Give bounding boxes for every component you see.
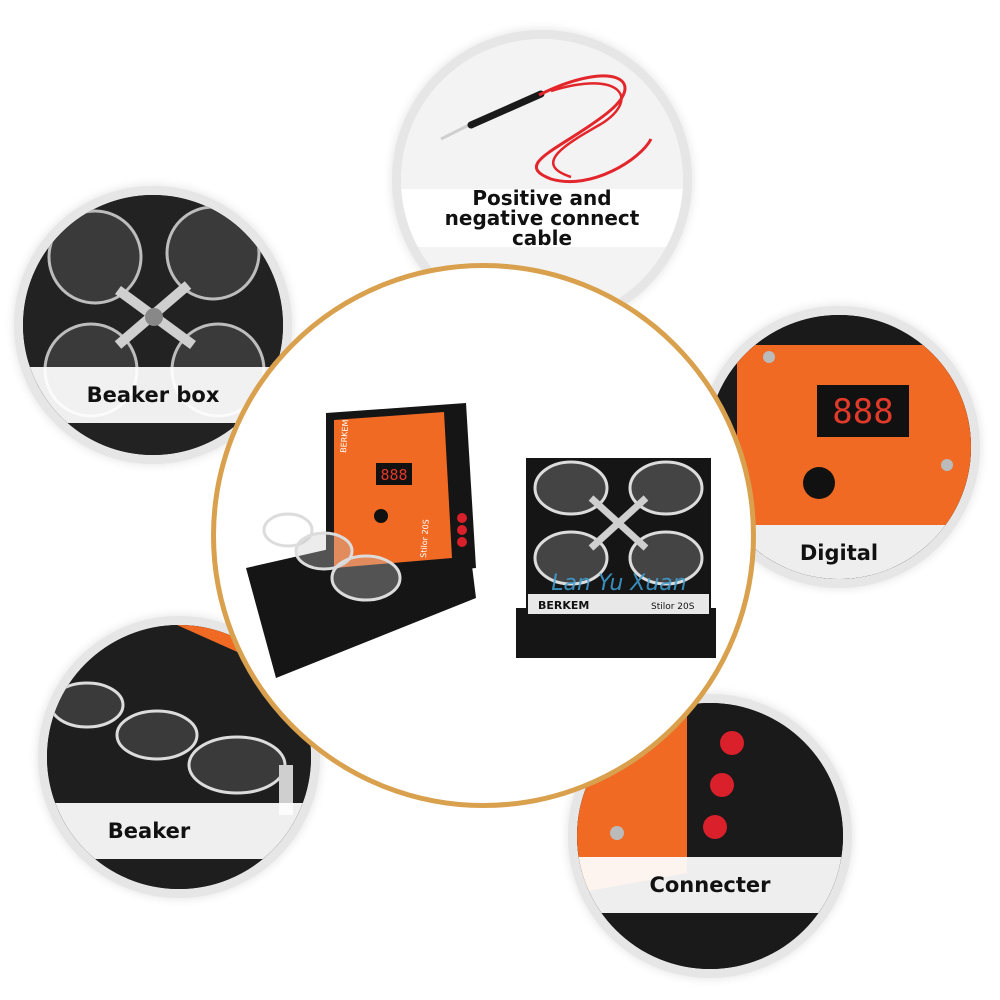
- svg-text:Stilor 20S: Stilor 20S: [419, 519, 431, 558]
- connecter-label: Connecter: [649, 872, 771, 897]
- terminal-2: [710, 773, 734, 797]
- terminal-1: [720, 731, 744, 755]
- terminal-3: [703, 815, 727, 839]
- svg-text:BERKEM: BERKEM: [339, 419, 350, 453]
- seven-segment-display: [817, 385, 909, 437]
- product-photo: 888 BERKEM Stilor 20S Lan Yu Xuan BERKEM…: [246, 403, 716, 678]
- red-cable: [535, 74, 653, 184]
- probe-handle: [467, 90, 545, 129]
- main-product-circle: 888 BERKEM Stilor 20S Lan Yu Xuan BERKEM…: [211, 263, 756, 808]
- svg-text:BERKEM: BERKEM: [538, 599, 589, 612]
- callout-connecter: Connecter: [568, 694, 852, 978]
- connecter-label-band: Connecter: [577, 857, 843, 913]
- callout-beaker-box: Beaker box: [14, 186, 292, 464]
- beaker-label: Beaker: [107, 818, 191, 843]
- callout-beaker: Beaker: [38, 616, 320, 898]
- cable-label: Positive and negative connect cable: [444, 186, 640, 250]
- beaker-box-label: Beaker box: [86, 382, 220, 407]
- beaker-label-band: Beaker: [47, 803, 311, 859]
- watermark: Lan Yu Xuan: [551, 571, 686, 596]
- left-unit-orange-panel: [334, 412, 452, 568]
- control-knob: [803, 467, 835, 499]
- svg-text:888: 888: [380, 466, 407, 484]
- digital-label: Digital: [799, 540, 879, 565]
- svg-text:Stilor 20S: Stilor 20S: [651, 602, 695, 612]
- cable-label-band: Positive and negative connect cable: [401, 186, 683, 250]
- svg-text:888: 888: [832, 392, 893, 432]
